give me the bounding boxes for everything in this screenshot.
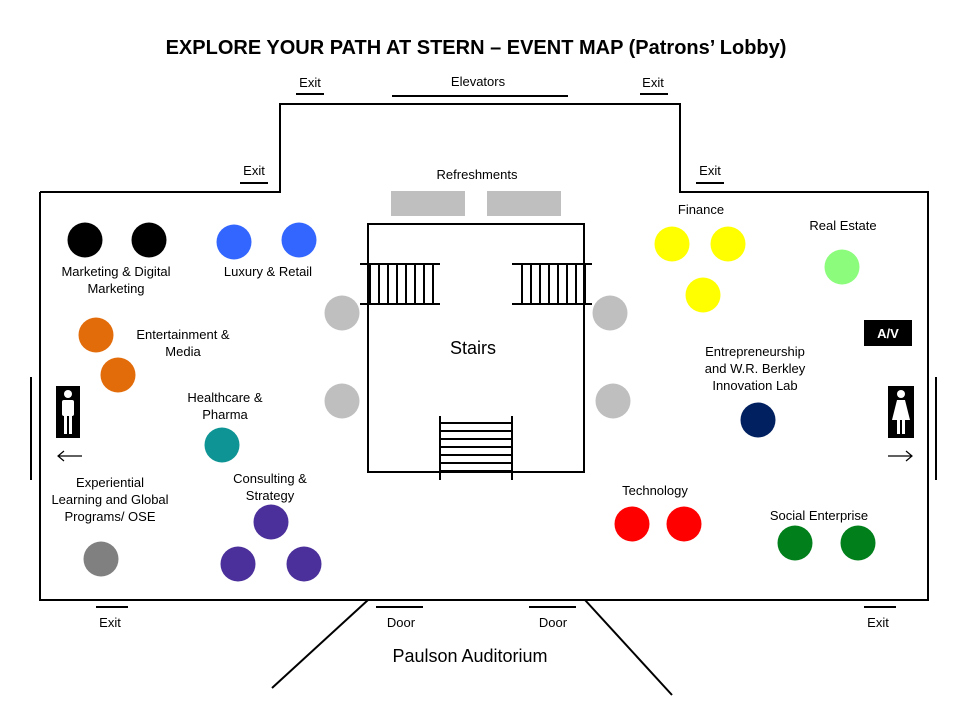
refreshments-label: Refreshments bbox=[436, 167, 518, 182]
marketing-table bbox=[131, 222, 167, 258]
luxury-table bbox=[281, 222, 317, 258]
auditorium-label: Paulson Auditorium bbox=[392, 646, 548, 666]
auditorium-wall-right bbox=[584, 599, 673, 696]
stair-steps bbox=[360, 263, 592, 480]
auditorium-wall-left bbox=[271, 599, 369, 689]
av-station: A/V bbox=[864, 320, 912, 346]
consulting-table bbox=[253, 504, 289, 540]
neutral-table bbox=[324, 383, 360, 419]
realestate-label: Real Estate bbox=[809, 218, 877, 233]
entertainment-table bbox=[78, 317, 114, 353]
exit-label: Exit bbox=[867, 615, 889, 630]
booth-tables bbox=[67, 222, 876, 582]
realestate-table bbox=[824, 249, 860, 285]
arrow-left-icon bbox=[57, 450, 82, 462]
experiential-table bbox=[83, 541, 119, 577]
neutral-table bbox=[324, 295, 360, 331]
exit-label: Exit bbox=[699, 163, 721, 178]
social-table bbox=[840, 525, 876, 561]
finance-table bbox=[654, 226, 690, 262]
exit-label: Exit bbox=[243, 163, 265, 178]
door-label: Door bbox=[386, 615, 416, 630]
refreshment-table bbox=[487, 191, 561, 216]
arrow-right-icon bbox=[888, 450, 913, 462]
social-enterprise-label: Social Enterprise bbox=[769, 508, 869, 523]
page-title: EXPLORE YOUR PATH AT STERN – EVENT MAP (… bbox=[165, 37, 787, 59]
technology-table bbox=[614, 506, 650, 542]
refreshment-table bbox=[391, 191, 465, 216]
entertainment-label: Entertainment &Media bbox=[136, 327, 230, 359]
neutral-table bbox=[592, 295, 628, 331]
women-restroom-icon bbox=[888, 386, 914, 438]
exit-label: Exit bbox=[642, 75, 664, 90]
exit-label: Exit bbox=[99, 615, 121, 630]
entrepreneurship-table bbox=[740, 402, 776, 438]
entertainment-table bbox=[100, 357, 136, 393]
consulting-label: Consulting &Strategy bbox=[233, 471, 307, 503]
consulting-table bbox=[220, 546, 256, 582]
luxury-table bbox=[216, 224, 252, 260]
consulting-table bbox=[286, 546, 322, 582]
finance-table bbox=[710, 226, 746, 262]
neutral-table bbox=[595, 383, 631, 419]
social-table bbox=[777, 525, 813, 561]
exit-label: Exit bbox=[299, 75, 321, 90]
luxury-label: Luxury & Retail bbox=[223, 264, 313, 279]
men-restroom-icon bbox=[56, 386, 80, 438]
walls bbox=[30, 93, 937, 696]
technology-label: Technology bbox=[622, 483, 688, 498]
door-label: Door bbox=[538, 615, 568, 630]
finance-label: Finance bbox=[677, 202, 725, 217]
marketing-table bbox=[67, 222, 103, 258]
finance-table bbox=[685, 277, 721, 313]
elevators-label: Elevators bbox=[450, 74, 506, 89]
healthcare-label: Healthcare &Pharma bbox=[187, 390, 263, 422]
stairs-label: Stairs bbox=[449, 338, 497, 358]
healthcare-table bbox=[204, 427, 240, 463]
technology-table bbox=[666, 506, 702, 542]
